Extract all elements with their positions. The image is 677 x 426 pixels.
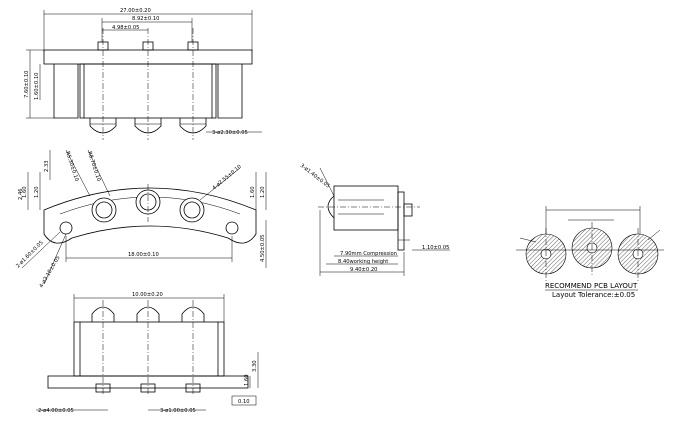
dim-inner-width: 8.92±0.10 bbox=[132, 16, 159, 22]
dim-front-pitch-left: 2-ø4.00±0.05 bbox=[38, 408, 74, 414]
dim-front-flatness: 0.10 bbox=[238, 399, 250, 405]
dim-left-a: 1.60 bbox=[22, 186, 28, 198]
dim-side-total: 9.40±0.20 bbox=[350, 267, 377, 273]
label-radius-outer: R8.70±0.10 bbox=[86, 151, 101, 182]
plan-view: R5.30±0.10 R8.70±0.10 4-ø2.55±0.10 2-ø1.… bbox=[15, 149, 267, 289]
dim-front-height-a: 3.30 bbox=[252, 360, 258, 372]
dim-height-body: 1.60±0.10 bbox=[34, 73, 40, 100]
dim-side-offset: 1.10±0.05 bbox=[422, 245, 449, 251]
dim-left-c: 2.33 bbox=[44, 160, 50, 172]
label-radius-inner: R5.30±0.10 bbox=[64, 151, 79, 182]
pcb-layout: RECOMMEND PCB LAYOUT Layout Tolerance:±0… bbox=[516, 206, 664, 299]
dim-right-b: 1.20 bbox=[260, 186, 266, 198]
dim-pitch: 4.98±0.05 bbox=[112, 25, 139, 31]
dim-front-pitch-center: 3-ø1.00±0.05 bbox=[160, 408, 196, 414]
top-view: 27.00±0.20 8.92±0.10 4.98±0.05 7 bbox=[24, 8, 262, 140]
dim-height-total: 7.60±0.10 bbox=[24, 71, 30, 98]
label-mount-hole: 2-ø1.60±0.05 bbox=[15, 240, 45, 270]
label-lead-dia: 4-ø3.10±0.05 bbox=[39, 255, 62, 289]
dim-front-width: 10.00±0.20 bbox=[132, 292, 163, 298]
side-view: 3-ø1.40±0.05 7.90mm Compression 8.40work… bbox=[299, 163, 450, 276]
dim-left-b: 1.20 bbox=[34, 186, 40, 198]
dim-right-a: 1.60 bbox=[250, 186, 256, 198]
label-side-pin: 3-ø1.40±0.05 bbox=[299, 163, 331, 190]
dim-overall-width: 27.00±0.20 bbox=[120, 8, 151, 14]
dim-front-height-b: 1.60 bbox=[244, 374, 250, 386]
dim-working-height: 8.40working height bbox=[338, 259, 388, 265]
label-hole-dia: 4-ø2.55±0.10 bbox=[211, 164, 242, 192]
pcb-title: RECOMMEND PCB LAYOUT bbox=[545, 282, 638, 290]
pcb-tolerance: Layout Tolerance:±0.05 bbox=[552, 291, 635, 299]
dim-right-c: 4.50±0.05 bbox=[260, 235, 266, 262]
dim-pin-dia: 3-ø2.30±0.05 bbox=[212, 130, 248, 136]
dim-compression: 7.90mm Compression bbox=[340, 251, 397, 257]
front-view: 10.00±0.20 3.30 1.60 2-ø4.00±0.05 3-ø1.0… bbox=[36, 292, 259, 414]
dim-span: 18.00±0.10 bbox=[128, 252, 159, 258]
dim-side: 2.46 bbox=[18, 188, 24, 200]
